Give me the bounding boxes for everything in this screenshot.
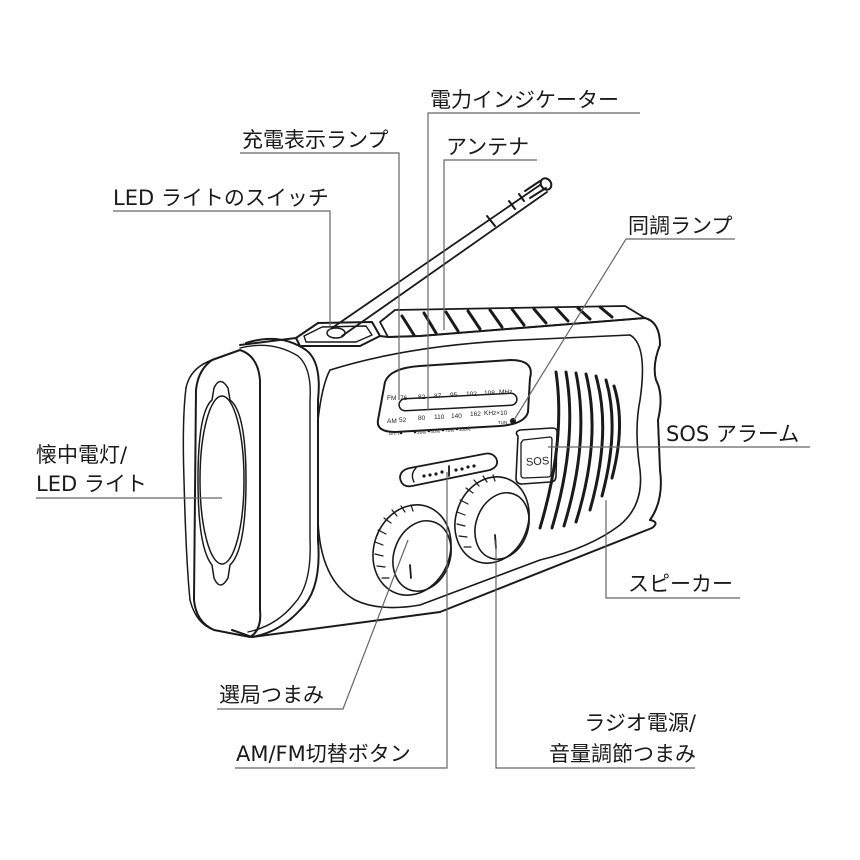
am-tick: 80 (418, 415, 426, 422)
label-band-switch: AM/FM切替ボタン (236, 742, 411, 766)
battery-level-dot (455, 427, 459, 431)
fm-tick: 76 (400, 395, 408, 402)
speaker-grille (538, 370, 621, 530)
antenna (331, 177, 553, 337)
fm-tick: 95 (450, 392, 458, 399)
label-tuning-lamp: 同調ランプ (628, 214, 733, 238)
am-tick: 162 (470, 411, 481, 418)
band-switch (399, 452, 499, 488)
label-power-volume-line1: ラジオ電源/ (584, 711, 696, 735)
label-antenna: アンテナ (446, 135, 530, 159)
battery-level-dot (413, 430, 417, 434)
fm-unit: MHz (499, 389, 512, 396)
leader-tuning-lamp (513, 238, 735, 421)
tuning-knob (372, 504, 452, 596)
leader-lines (36, 112, 810, 769)
sos-button-text: SOS (526, 455, 550, 469)
leader-speaker (605, 500, 740, 599)
am-tick: 52 (399, 417, 407, 424)
leader-tuning-knob (217, 539, 409, 710)
battery-level-dot (441, 428, 445, 432)
radio-body (182, 317, 662, 638)
dial-scale: FM 76 82 87 95 102 108 MHz AM 52 80 110 … (387, 389, 516, 436)
am-tick: 110 (434, 414, 445, 421)
leader-antenna (443, 159, 537, 330)
volume-knob (454, 474, 530, 564)
label-charge-lamp: 充電表示ランプ (242, 128, 389, 152)
fm-tick: 87 (434, 393, 442, 400)
label-flashlight-line2: LED ライト (36, 472, 147, 496)
leader-led-switch (113, 210, 331, 330)
flashlight-lens (197, 380, 247, 586)
battery-dot (399, 431, 403, 435)
led-switch (295, 321, 381, 347)
label-power-volume-line2: 音量調節つまみ (549, 742, 696, 766)
label-led-switch: LED ライトのスイッチ (113, 186, 329, 210)
label-tuning-knob: 選局つまみ (219, 683, 324, 707)
tune-label: TUN (498, 420, 507, 425)
battery-level: 75% (445, 428, 454, 433)
am-tick: 140 (451, 413, 462, 420)
sos-button (515, 427, 558, 485)
fm-label: FM (387, 395, 396, 402)
label-speaker: スピーカー (628, 572, 733, 596)
am-unit: KHz×10 (484, 410, 508, 417)
fm-tick: 108 (484, 390, 495, 397)
leader-charge-lamp (240, 152, 400, 400)
leader-volume-knob (495, 540, 695, 769)
battery-level-dot (427, 429, 431, 433)
am-label: AM (387, 418, 397, 425)
label-sos-alarm: SOS アラーム (666, 422, 800, 446)
battery-level: 50% (431, 429, 440, 434)
battery-level: 100% (459, 427, 471, 432)
leader-band-switch (235, 472, 448, 769)
tuning-dial (376, 359, 532, 433)
battery-level: 25% (417, 430, 426, 435)
fm-tick: 102 (466, 391, 477, 398)
leader-power-indicator (427, 112, 640, 410)
label-flashlight-line1: 懐中電灯/ (36, 443, 128, 467)
label-power-indicator: 電力インジケーター (430, 88, 619, 112)
battery-label: BATT (389, 431, 400, 436)
fm-tick: 82 (418, 394, 426, 401)
